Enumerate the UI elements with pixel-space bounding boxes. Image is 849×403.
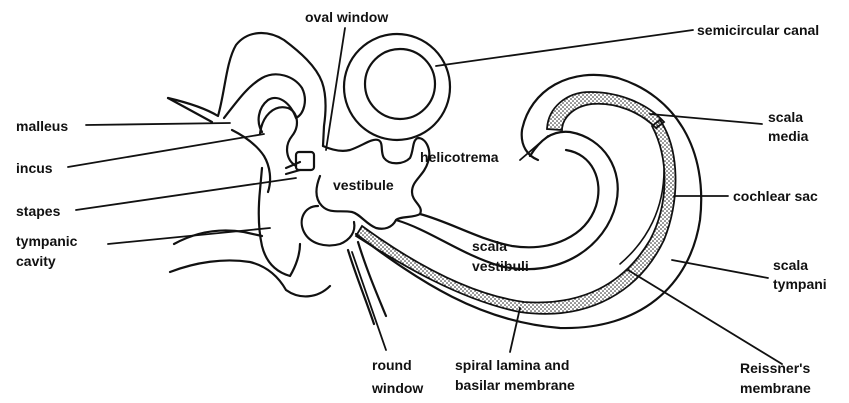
label-stapes: stapes	[16, 203, 61, 219]
labels: oval window semicircular canal malleus i…	[16, 9, 827, 396]
malleus-shape	[224, 74, 305, 132]
label-incus: incus	[16, 160, 53, 176]
label-spiral-lamina-line1: spiral lamina and	[455, 357, 569, 373]
leader-scala-media	[650, 114, 762, 124]
leader-semicircular-canal	[436, 30, 693, 66]
anatomy-drawing	[168, 33, 701, 328]
leader-lines	[68, 28, 782, 364]
label-scala-tympani-line1: scala	[773, 257, 808, 273]
label-semicircular-canal: semicircular canal	[697, 22, 819, 38]
label-scala-media-line1: scala	[768, 109, 803, 125]
label-tympanic-cavity-line2: cavity	[16, 253, 56, 269]
leader-incus	[68, 134, 264, 167]
leader-reissners-membrane	[628, 270, 782, 364]
stapes-footplate	[296, 152, 314, 170]
tympanic-wall	[259, 168, 300, 276]
leader-scala-tympani	[672, 260, 768, 278]
label-vestibule: vestibule	[333, 177, 394, 193]
label-round-window-line1: round	[372, 357, 412, 373]
label-helicotrema: helicotrema	[420, 149, 499, 165]
label-scala-vestibuli-line1: scala	[472, 238, 507, 254]
scala-media	[547, 92, 664, 130]
label-tympanic-cavity-line1: tympanic	[16, 233, 78, 249]
label-malleus: malleus	[16, 118, 68, 134]
tympanic-lower	[170, 260, 330, 296]
semicircular-canal-inner	[365, 49, 435, 119]
label-cochlear-sac: cochlear sac	[733, 188, 818, 204]
label-oval-window: oval window	[305, 9, 388, 25]
leader-spiral-lamina	[510, 308, 520, 352]
leader-oval-window	[326, 28, 345, 150]
label-reissners-membrane-line1: Reissner's	[740, 360, 810, 376]
label-reissners-membrane-line2: membrane	[740, 380, 811, 396]
leader-malleus	[86, 123, 230, 125]
label-round-window-line2: window	[371, 380, 423, 396]
leader-tympanic-cavity	[108, 228, 270, 244]
leader-stapes	[76, 178, 296, 210]
label-spiral-lamina-line2: basilar membrane	[455, 377, 575, 393]
label-scala-tympani-line2: tympani	[773, 276, 827, 292]
label-scala-media-line2: media	[768, 128, 809, 144]
label-scala-vestibuli-line2: vestibuli	[472, 258, 529, 274]
